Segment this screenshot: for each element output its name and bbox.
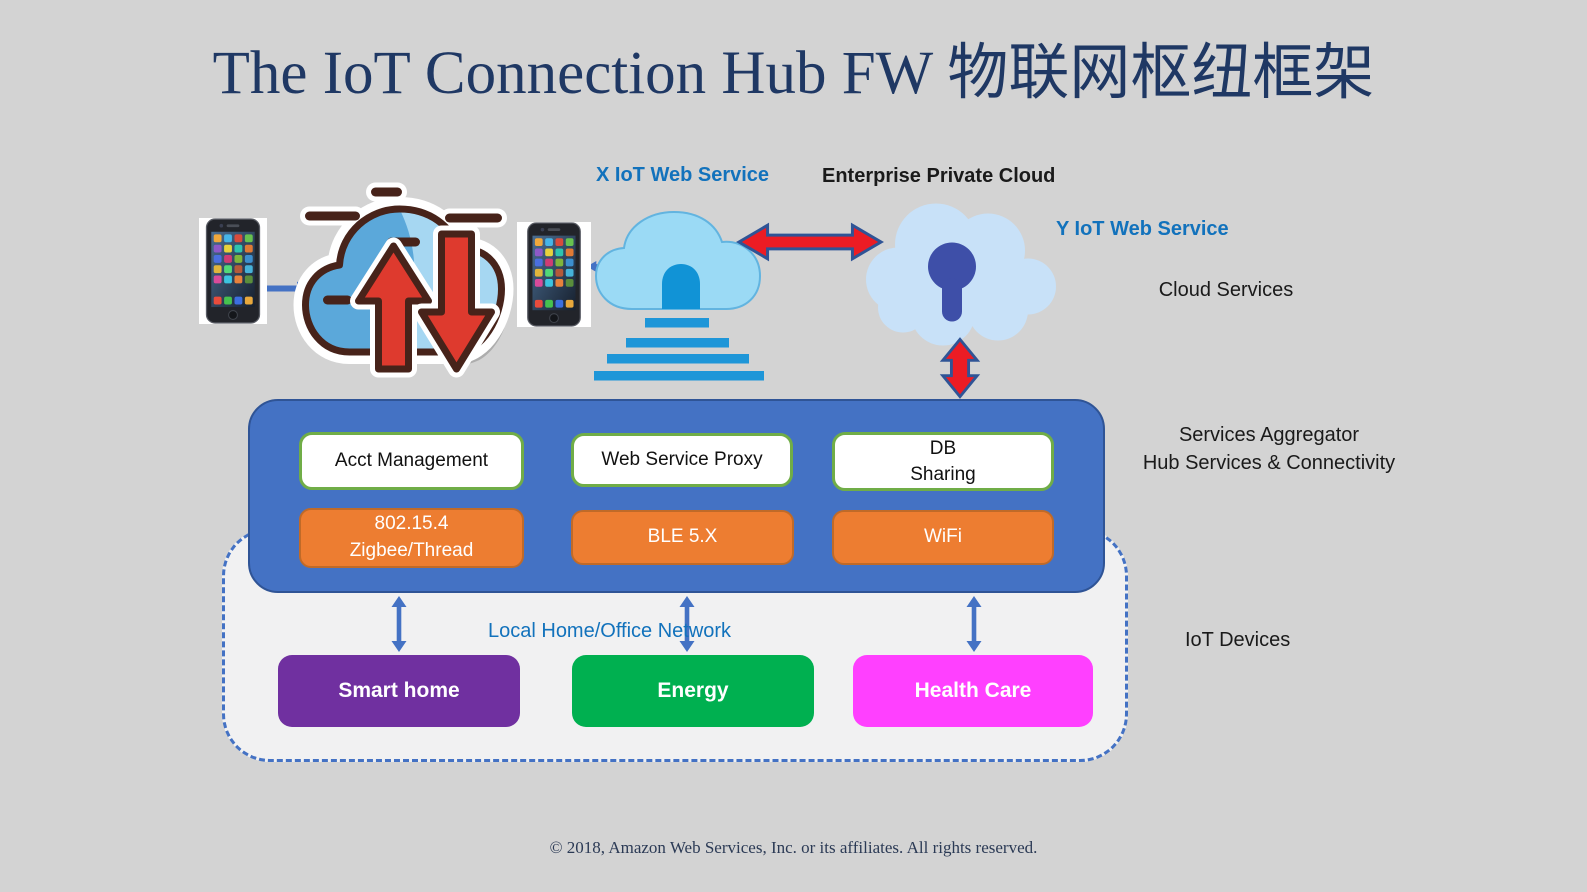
device-box-label: Smart home [338, 679, 460, 702]
double-arrow-vertical-icon [965, 595, 983, 653]
cloud-sync-arrows-icon [291, 172, 517, 402]
copyright-footer: © 2018, Amazon Web Services, Inc. or its… [549, 838, 1038, 857]
services-aggregator-line1: Services Aggregator [1178, 424, 1360, 446]
service-box-acct-management: Acct Management [299, 432, 524, 490]
cloud-services-label: Cloud Services [1158, 279, 1294, 301]
service-box-label-line1: DB [929, 437, 957, 459]
local-network-label: Local Home/Office Network [488, 620, 732, 642]
radio-box-label: WiFi [924, 526, 962, 548]
services-aggregator-label: Services Aggregator Hub Services & Conne… [1128, 421, 1410, 477]
device-box-energy: Energy [572, 655, 814, 727]
x-iot-web-service-label: X IoT Web Service [596, 164, 770, 186]
enterprise-private-cloud-label: Enterprise Private Cloud [822, 165, 1056, 187]
hub-services-panel: Acct Management Web Service Proxy DB Sha… [248, 399, 1105, 593]
radio-box-label: BLE 5.X [647, 526, 718, 548]
device-box-label: Health Care [914, 679, 1032, 702]
page-title: The IoT Connection Hub FW 物联网枢纽框架 [212, 40, 1375, 107]
radio-box-label-lines: 802.15.4 Zigbee/Thread [350, 511, 474, 564]
device-box-health-care: Health Care [853, 655, 1093, 727]
device-box-label: Energy [657, 679, 729, 702]
radio-box-ble: BLE 5.X [571, 510, 794, 565]
double-arrow-vertical-icon [939, 337, 981, 399]
service-box-label: Acct Management [334, 450, 489, 472]
service-box-label-line2: Sharing [910, 463, 976, 485]
services-aggregator-line2: Hub Services & Connectivity [1142, 452, 1396, 474]
y-iot-web-service-label: Y IoT Web Service [1056, 218, 1229, 240]
smartphone-icon [199, 218, 267, 324]
radio-box-zigbee-thread: 802.15.4 Zigbee/Thread [299, 508, 524, 568]
service-box-label-lines: DB Sharing [910, 436, 976, 487]
service-box-label: Web Service Proxy [601, 449, 763, 471]
double-arrow-horizontal-icon [736, 221, 884, 263]
service-box-db-sharing: DB Sharing [832, 432, 1054, 491]
radio-box-label-line1: 802.15.4 [374, 513, 449, 535]
smartphone-icon [517, 222, 591, 327]
service-box-web-service-proxy: Web Service Proxy [571, 433, 793, 487]
cloud-gateway-stairs-icon [593, 204, 765, 384]
radio-box-wifi: WiFi [832, 510, 1054, 565]
cloud-keyhole-icon [848, 193, 1060, 351]
double-arrow-vertical-icon [390, 595, 408, 653]
radio-box-label-line2: Zigbee/Thread [349, 540, 474, 561]
iot-devices-label: IoT Devices [1185, 629, 1291, 651]
device-box-smart-home: Smart home [278, 655, 520, 727]
